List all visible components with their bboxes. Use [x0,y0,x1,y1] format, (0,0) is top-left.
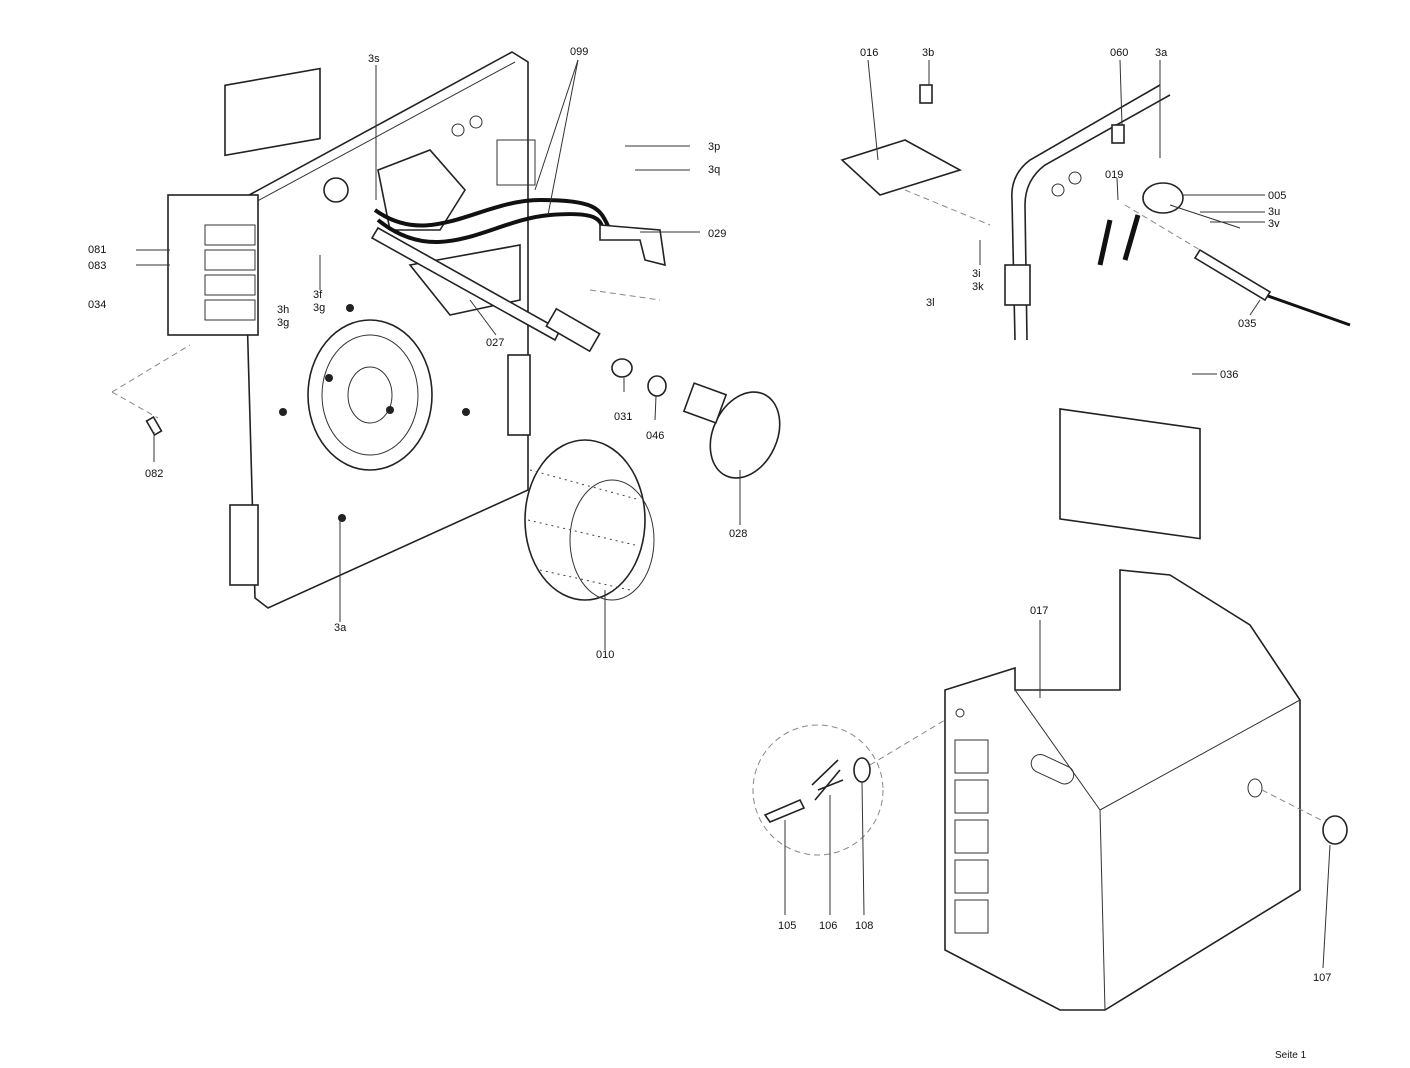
label-3k: 3k [972,281,984,293]
label-029: 029 [708,228,726,240]
label-3q: 3q [708,164,720,176]
housing-edge [1011,84,1161,341]
label-3p: 3p [708,141,720,153]
label-046: 046 [646,430,664,442]
label-107: 107 [1313,972,1331,984]
label-3i: 3i [972,268,981,280]
label-3b: 3b [922,47,934,59]
label-034: 034 [88,299,106,311]
label-3a: 3a [1155,47,1168,59]
label-3g: 3g [313,302,325,314]
label-081: 081 [88,244,106,256]
cover-plate-016 [840,139,963,196]
label-108: 108 [855,920,873,932]
burner-cover-017 [944,569,1301,1011]
ignition-transformer-036 [1059,408,1201,540]
mounting-plate [167,51,536,609]
page-footer: Seite 1 [1275,1050,1307,1061]
label-083: 083 [88,260,106,272]
label-019: 019 [1105,169,1123,181]
label-3u: 3u [1268,206,1280,218]
label-099: 099 [570,46,588,58]
label-3a: 3a [334,622,347,634]
label-3l: 3l [926,297,935,309]
label-036: 036 [1220,369,1238,381]
label-028: 028 [729,528,747,540]
label-027: 027 [486,337,504,349]
label-3s: 3s [368,53,380,65]
label-3f: 3f [313,289,323,301]
label-3v: 3v [1268,218,1280,230]
fan-wheel [524,439,655,601]
part-labels: 3s 099 3p 3q 029 081 083 034 3f 3g 3h 3g… [88,46,1331,1061]
label-016: 016 [860,47,878,59]
ignition-cable [373,197,612,231]
label-105: 105 [778,920,796,932]
rod-027 [370,226,562,342]
label-082: 082 [145,468,163,480]
label-106: 106 [819,920,837,932]
label-3h: 3h [277,304,289,316]
label-005: 005 [1268,190,1286,202]
label-035: 035 [1238,318,1256,330]
plug-107 [1322,815,1348,845]
label-3g: 3g [277,317,289,329]
label-010: 010 [596,649,614,661]
label-060: 060 [1110,47,1128,59]
label-031: 031 [614,411,632,423]
label-017: 017 [1030,605,1048,617]
